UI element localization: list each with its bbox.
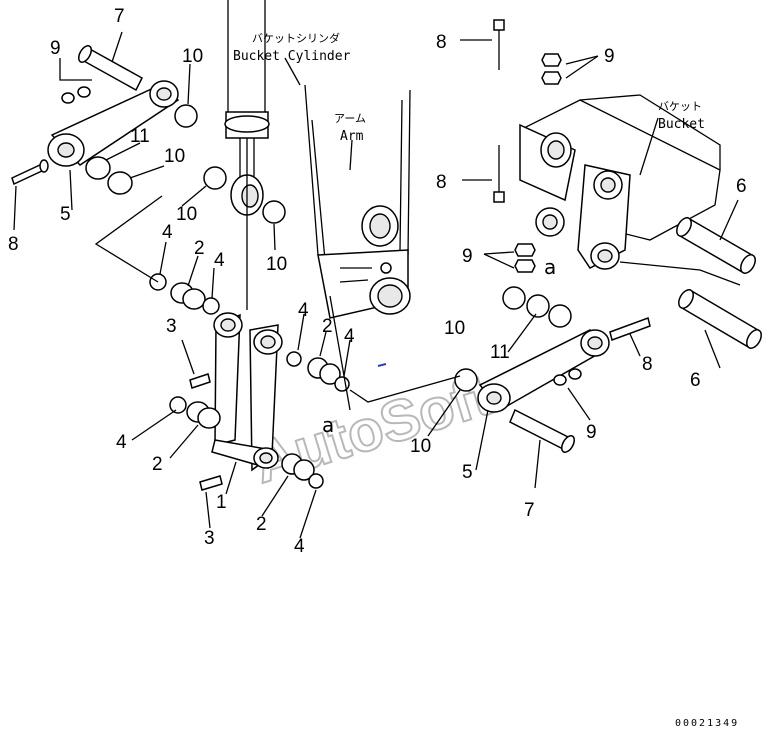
pointer-a-right: a bbox=[544, 255, 556, 279]
bushing-2-c bbox=[186, 401, 221, 429]
bushing-2-d bbox=[281, 453, 315, 481]
nuts-9-right-a bbox=[553, 374, 567, 386]
callout-4-a: 4 bbox=[162, 222, 173, 243]
pin-6-upper bbox=[676, 216, 756, 275]
callout-4-d: 4 bbox=[344, 326, 355, 347]
seal-4-f bbox=[308, 473, 324, 489]
link-1 bbox=[211, 312, 283, 472]
callout-11-left: 11 bbox=[130, 126, 150, 147]
washer-10-top bbox=[174, 104, 198, 128]
callout-9-mid: 9 bbox=[462, 246, 473, 267]
nut-9-top-b bbox=[541, 71, 562, 85]
washer-10-mid bbox=[203, 166, 227, 190]
drawing-code: 00021349 bbox=[675, 718, 739, 729]
callout-10-right-lower: 10 bbox=[410, 436, 431, 457]
washer-11-right bbox=[526, 294, 550, 318]
nuts-9-right-b bbox=[568, 368, 582, 380]
bucket-cylinder-label-jp: バケットシリンダ bbox=[252, 31, 340, 45]
bucket bbox=[519, 94, 741, 286]
bushing-2-b bbox=[307, 357, 341, 385]
pin-6-lower bbox=[678, 288, 762, 350]
callout-10-cyl: 10 bbox=[266, 254, 287, 275]
bucket-label-en: Bucket bbox=[658, 117, 705, 132]
washer-10-right-a bbox=[502, 286, 526, 310]
callout-4-e: 4 bbox=[116, 432, 127, 453]
arm-label-en: Arm bbox=[340, 129, 364, 144]
callout-5-left: 5 bbox=[60, 204, 71, 225]
callout-2-c: 2 bbox=[152, 454, 163, 475]
pointer-a-left: a bbox=[322, 413, 334, 437]
seal-4-b bbox=[202, 297, 220, 315]
pin-7-left bbox=[78, 45, 143, 92]
pin-7-right bbox=[509, 408, 575, 453]
link-5-right bbox=[477, 329, 610, 413]
washer-10-right-lower bbox=[454, 368, 478, 392]
callout-10-left: 10 bbox=[164, 146, 185, 167]
callout-6-lower: 6 bbox=[690, 370, 701, 391]
callout-2-d: 2 bbox=[256, 514, 267, 535]
seal-4-c bbox=[286, 351, 302, 367]
washer-10-right-of-cyl bbox=[262, 200, 286, 224]
bucket-label-jp: バケット bbox=[658, 100, 702, 113]
bucket-cylinder-label-en: Bucket Cylinder bbox=[233, 49, 351, 64]
callout-10-right: 10 bbox=[444, 318, 465, 339]
callout-5-right: 5 bbox=[462, 462, 473, 483]
washer-10-right-b bbox=[548, 304, 572, 328]
bucket-cylinder bbox=[224, 0, 270, 310]
callout-8-right: 8 bbox=[642, 354, 653, 375]
callout-4-c: 4 bbox=[298, 300, 309, 321]
nut-9-mid-b bbox=[514, 259, 536, 273]
callout-7-left: 7 bbox=[114, 6, 125, 27]
seal-4-e bbox=[169, 396, 187, 414]
grease-fitting-3-a bbox=[189, 373, 211, 389]
callout-2-a: 2 bbox=[194, 238, 205, 259]
bolt-8-left bbox=[11, 159, 49, 186]
callout-2-b: 2 bbox=[322, 316, 333, 337]
callout-10-mid: 10 bbox=[176, 204, 197, 225]
washer-10-left-a bbox=[107, 171, 133, 195]
washer-11-left bbox=[85, 156, 111, 180]
callout-8-top: 8 bbox=[436, 32, 447, 53]
bolt-8-mid bbox=[493, 145, 505, 203]
arm-label-jp: アーム bbox=[334, 112, 366, 125]
callout-4-b: 4 bbox=[214, 250, 225, 271]
bolt-8-right bbox=[609, 317, 651, 341]
nut-9-top-a bbox=[541, 53, 562, 67]
callout-4-f: 4 bbox=[294, 536, 305, 557]
callout-8-left: 8 bbox=[8, 234, 19, 255]
callout-6-upper: 6 bbox=[736, 176, 747, 197]
callout-1: 1 bbox=[216, 492, 227, 513]
callout-11-right: 11 bbox=[490, 342, 510, 363]
grease-fitting-3-b bbox=[199, 475, 223, 491]
callout-7-right: 7 bbox=[524, 500, 535, 521]
leader-lines bbox=[13, 31, 739, 539]
nuts-9-left bbox=[61, 86, 91, 104]
callout-3-b: 3 bbox=[204, 528, 215, 549]
callout-3-a: 3 bbox=[166, 316, 177, 337]
callout-9-left: 9 bbox=[50, 38, 61, 59]
callout-10-top: 10 bbox=[182, 46, 203, 67]
bolt-8-top bbox=[493, 19, 505, 70]
blue-mark bbox=[377, 363, 387, 367]
bushing-2-a bbox=[170, 282, 206, 310]
callout-9-top: 9 bbox=[604, 46, 615, 67]
nut-9-mid-a bbox=[514, 243, 536, 257]
link-5-left bbox=[47, 80, 180, 167]
callout-9-right: 9 bbox=[586, 422, 597, 443]
arm bbox=[304, 84, 411, 319]
callout-8-mid: 8 bbox=[436, 172, 447, 193]
